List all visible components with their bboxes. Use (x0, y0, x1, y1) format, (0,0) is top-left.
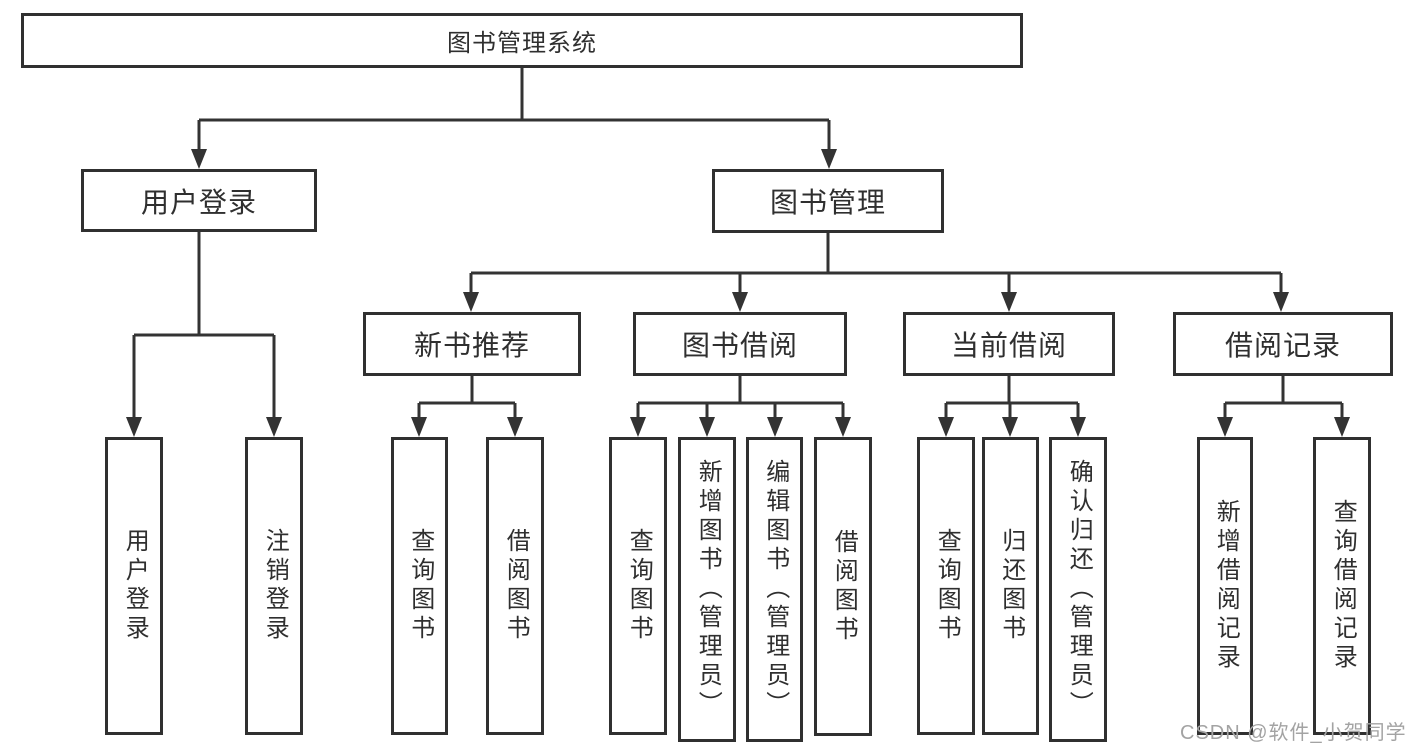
node-user-login: 用户登录 (81, 169, 317, 232)
node-label: 图书管理 (769, 187, 886, 218)
node-label: 查询图书 (933, 528, 961, 644)
node-label: 确认归还（管理员） (1065, 459, 1093, 720)
node-new-book-recommend: 新书推荐 (363, 312, 581, 376)
leaf-cb-confirm-return-admin: 确认归还（管理员） (1049, 437, 1107, 742)
node-label: 借阅图书 (830, 528, 858, 645)
leaf-bb-borrow-book: 借阅图书 (814, 437, 872, 736)
node-root: 图书管理系统 (21, 13, 1023, 68)
node-current-borrow: 当前借阅 (903, 312, 1115, 376)
node-label: 查询借阅记录 (1329, 499, 1357, 673)
node-label: 查询图书 (625, 528, 653, 644)
node-label: 借阅图书 (502, 528, 530, 644)
node-label: 用户登录 (121, 528, 149, 644)
leaf-logout: 注销登录 (245, 437, 303, 735)
leaf-bb-query-book: 查询图书 (609, 437, 667, 735)
node-label: 用户登录 (140, 186, 257, 218)
leaf-cb-query-book: 查询图书 (917, 437, 975, 735)
node-label: 新书推荐 (413, 330, 530, 361)
node-label: 编辑图书（管理员） (761, 459, 789, 720)
node-label: 查询图书 (406, 528, 434, 644)
leaf-nb-borrow-book: 借阅图书 (486, 437, 544, 735)
node-borrow-records: 借阅记录 (1173, 312, 1393, 376)
leaf-user-login: 用户登录 (105, 437, 163, 735)
node-book-borrow: 图书借阅 (633, 312, 847, 376)
leaf-br-query-record: 查询借阅记录 (1313, 437, 1371, 735)
leaf-cb-return-book: 归还图书 (982, 437, 1039, 735)
node-label: 归还图书 (997, 528, 1025, 644)
node-label: 当前借阅 (950, 330, 1067, 361)
node-label: 新增借阅记录 (1212, 499, 1240, 673)
leaf-br-add-record: 新增借阅记录 (1197, 437, 1253, 735)
leaf-bb-edit-book-admin: 编辑图书（管理员） (746, 437, 803, 742)
node-label: 图书借阅 (681, 330, 798, 361)
leaf-nb-query-book: 查询图书 (391, 437, 448, 735)
watermark: CSDN @软件_小贺同学 (1180, 722, 1405, 744)
node-book-management: 图书管理 (712, 169, 944, 233)
leaf-bb-add-book-admin: 新增图书（管理员） (678, 437, 736, 742)
node-label: 图书管理系统 (447, 30, 597, 57)
node-label: 新增图书（管理员） (694, 459, 722, 720)
node-label: 借阅记录 (1224, 330, 1341, 361)
node-label: 注销登录 (261, 528, 289, 644)
